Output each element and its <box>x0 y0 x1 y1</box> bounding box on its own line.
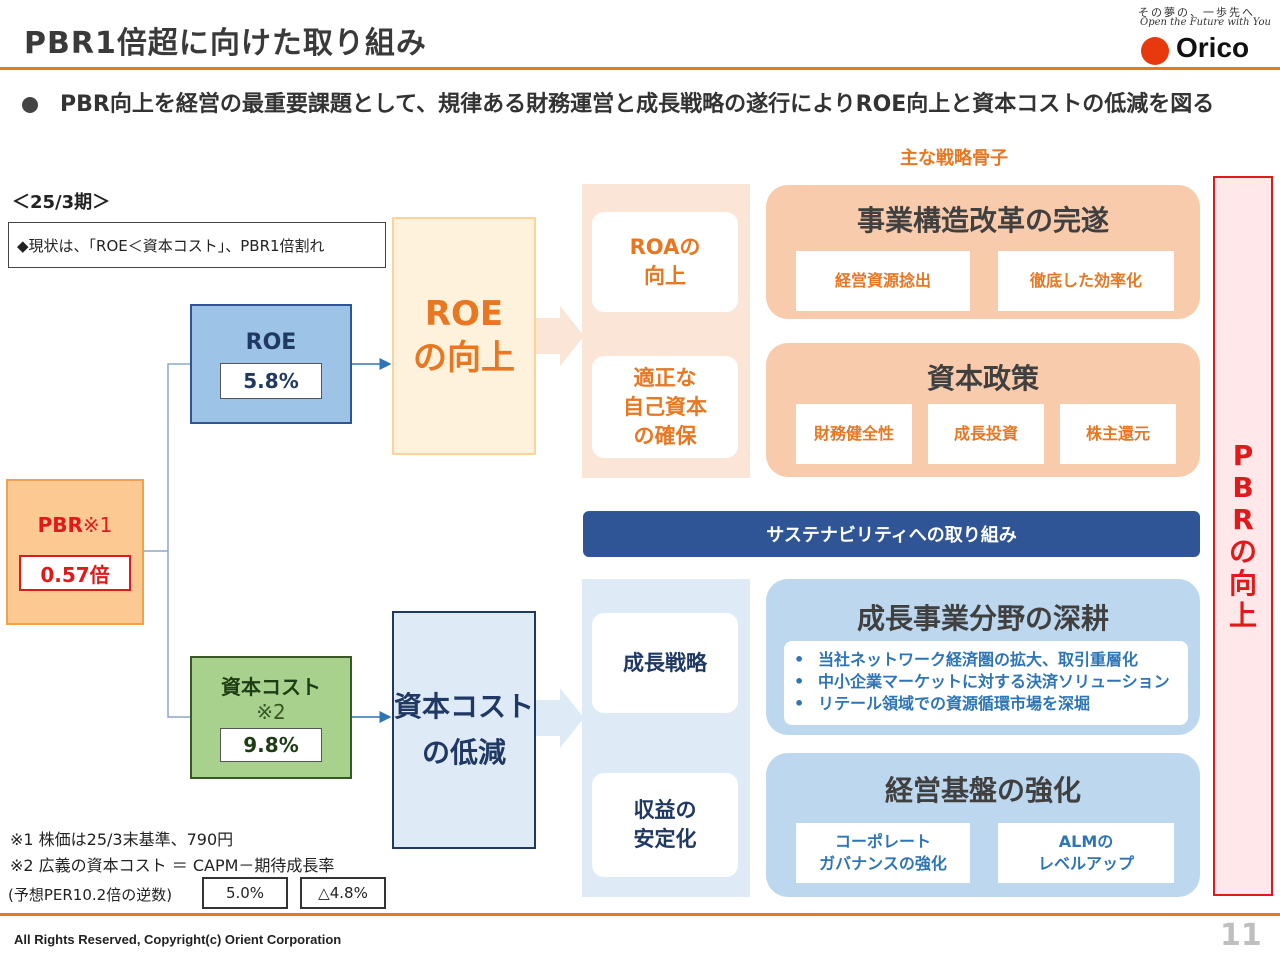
summary-bullet: PBR向上を経営の最重要課題として、規律ある財務運営と成長戦略の遂行によりROE… <box>60 92 1215 117</box>
list-item: 中小企業マーケットに対する決済ソリューション <box>794 671 1180 693</box>
roe-value: 5.8% <box>220 362 322 399</box>
capital-policy-title: 資本政策 <box>926 362 1039 395</box>
list-item: リテール領域での資源循環市場を深堀 <box>794 693 1180 715</box>
roe-improvement-box: ROE の向上 <box>392 217 536 455</box>
chip-governance: コーポレートガバナンスの強化 <box>796 823 970 883</box>
tree-line <box>144 363 190 718</box>
growth-strategy-card: 成長戦略 <box>592 613 738 713</box>
roe-up-line2: の向上 <box>413 338 515 378</box>
roe-up-line1: ROE <box>424 294 504 334</box>
growth-list: 当社ネットワーク経済圏の拡大、取引重層化 中小企業マーケットに対する決済ソリュー… <box>784 641 1188 725</box>
capital-cost-mark: ※2 <box>256 699 286 724</box>
status-box: ◆現状は、「ROE＜資本コスト」、PBR1倍割れ <box>8 222 386 268</box>
earnings-stability-card: 収益の安定化 <box>592 773 738 877</box>
chip-efficiency: 徹底した効率化 <box>998 251 1174 311</box>
roe-label: ROE <box>245 329 297 355</box>
chip-shareholder-return: 株主還元 <box>1060 404 1176 464</box>
pbr-value: 0.57倍 <box>19 555 131 591</box>
strategy-label: 主な戦略骨子 <box>900 148 1008 169</box>
logo-text: Orico <box>1176 32 1250 63</box>
logo-tagline-en: Open the Future with You <box>1140 17 1271 28</box>
growth-title: 成長事業分野の深耕 <box>856 602 1109 635</box>
chip-resource: 経営資源捻出 <box>796 251 970 311</box>
bullet-icon <box>22 97 38 113</box>
capital-cost-label: 資本コスト <box>221 674 321 699</box>
note-3: (予想PER10.2倍の逆数) <box>8 886 173 904</box>
period-label: ＜25/3期＞ <box>12 192 111 213</box>
roa-card: ROAの向上 <box>592 212 738 312</box>
footer-divider <box>0 913 1280 916</box>
restructuring-title: 事業構造改革の完遂 <box>856 204 1109 237</box>
note-2: ※2 広義の資本コスト ＝ CAPM－期待成長率 <box>10 856 335 875</box>
copyright: All Rights Reserved, Copyright(c) Orient… <box>14 932 342 947</box>
capm-value: 5.0% <box>202 877 288 909</box>
pbr-label: PBR※1 <box>37 513 113 537</box>
cost-down-line1: 資本コスト <box>394 690 535 723</box>
equity-card: 適正な自己資本の確保 <box>592 356 738 458</box>
header-divider <box>0 67 1280 70</box>
pbr-box: PBR※1 0.57倍 <box>6 479 144 625</box>
chip-growth-investment: 成長投資 <box>928 404 1044 464</box>
orange-chevron-arrow <box>536 306 584 366</box>
capital-cost-value: 9.8% <box>220 727 322 762</box>
growth-rate-value: △4.8% <box>300 877 386 909</box>
note-1: ※1 株価は25/3末基準、790円 <box>10 830 234 849</box>
orico-logo-icon <box>1141 37 1169 65</box>
chip-financial-soundness: 財務健全性 <box>796 404 912 464</box>
page-number: 11 <box>1220 918 1262 953</box>
sustainability-bar: サステナビリティへの取り組み <box>583 511 1200 557</box>
roe-box: ROE 5.8% <box>190 304 352 424</box>
page-title: PBR1倍超に向けた取り組み <box>24 26 427 61</box>
pbr-improvement-banner: P B R の 向 上 <box>1213 176 1273 896</box>
cost-reduction-box: 資本コスト の低減 <box>392 611 536 849</box>
blue-chevron-arrow <box>536 688 584 748</box>
capital-cost-box: 資本コスト ※2 9.8% <box>190 656 352 779</box>
foundation-title: 経営基盤の強化 <box>884 774 1081 807</box>
logo-tagline-jp: その夢の、一歩先へ <box>1138 6 1255 19</box>
cost-down-line2: の低減 <box>421 736 506 769</box>
list-item: 当社ネットワーク経済圏の拡大、取引重層化 <box>794 649 1180 671</box>
status-text: ◆現状は、「ROE＜資本コスト」、PBR1倍割れ <box>17 236 325 255</box>
chip-alm: ALMのレベルアップ <box>998 823 1174 883</box>
